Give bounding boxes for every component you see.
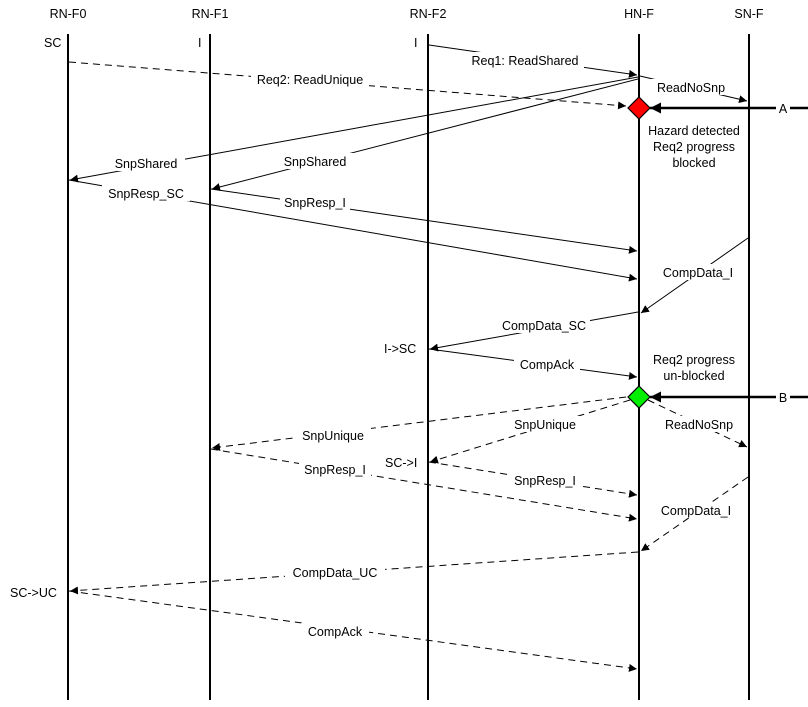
hazard-marker-red-diamond <box>627 96 651 120</box>
state-change-rn-f0-sc-to-uc: SC->UC <box>10 586 57 600</box>
rn-f0-initial-state: SC <box>44 36 61 50</box>
note-unblocked-line-2: un-blocked <box>663 369 724 383</box>
label-req2-readunique: Req2: ReadUnique <box>257 73 363 87</box>
label-readnosnp-2: ReadNoSnp <box>665 418 733 432</box>
label-snpunique-rn-f2: SnpUnique <box>514 418 576 432</box>
label-compdata-i-2: CompData_I <box>661 504 731 518</box>
label-readnosnp-1: ReadNoSnp <box>657 81 725 95</box>
lifeline-title-rn-f2: RN-F2 <box>410 7 447 21</box>
state-change-rn-f2-sc-to-i: SC->I <box>385 456 417 470</box>
label-snpshared-rn-f1: SnpShared <box>284 155 347 169</box>
arrow-compdata-uc <box>69 551 639 595</box>
label-snpresp-i-rn-f1-2: SnpResp_I <box>304 463 366 477</box>
lifeline-title-rn-f1: RN-F1 <box>192 7 229 21</box>
rn-f1-initial-state: I <box>198 36 201 50</box>
arrow-snpshared-rn-f1 <box>211 78 639 191</box>
arrow-snpunique-rn-f2 <box>429 399 631 464</box>
arrow-snpunique-rn-f1 <box>211 396 627 451</box>
label-snpunique-rn-f1: SnpUnique <box>302 429 364 443</box>
unblocked-marker-green-diamond <box>627 385 651 409</box>
label-compdata-uc: CompData_UC <box>293 566 378 580</box>
rn-f2-initial-state: I <box>414 36 417 50</box>
lifeline-title-sn-f: SN-F <box>734 7 764 21</box>
note-hazard-line-3: blocked <box>672 156 715 170</box>
lifeline-title-rn-f0: RN-F0 <box>50 7 87 21</box>
note-unblocked-line-1: Req2 progress <box>653 353 735 367</box>
label-req1-readshared: Req1: ReadShared <box>471 54 578 68</box>
lifeline-title-hn-f: HN-F <box>624 7 654 21</box>
marker-a-label: A <box>779 102 788 116</box>
labels-phase-1: Req1: ReadShared Req2: ReadUnique ReadNo… <box>102 52 739 372</box>
marker-b-label: B <box>779 391 787 405</box>
note-hazard-line-2: Req2 progress <box>653 140 735 154</box>
label-compack-2: CompAck <box>308 625 363 639</box>
label-compdata-i-1: CompData_I <box>663 266 733 280</box>
label-snpshared-rn-f0: SnpShared <box>115 157 178 171</box>
label-snpresp-sc: SnpResp_SC <box>108 187 184 201</box>
note-hazard-line-1: Hazard detected <box>648 124 740 138</box>
label-snpresp-i-rn-f2: SnpResp_I <box>514 474 576 488</box>
state-change-rn-f2-i-to-sc: I->SC <box>384 342 416 356</box>
label-snpresp-i-rn-f1: SnpResp_I <box>284 196 346 210</box>
label-compack-1: CompAck <box>520 358 575 372</box>
labels-phase-2: SnpUnique SnpUnique ReadNoSnp SnpResp_I … <box>285 416 739 639</box>
label-compdata-sc: CompData_SC <box>502 319 586 333</box>
